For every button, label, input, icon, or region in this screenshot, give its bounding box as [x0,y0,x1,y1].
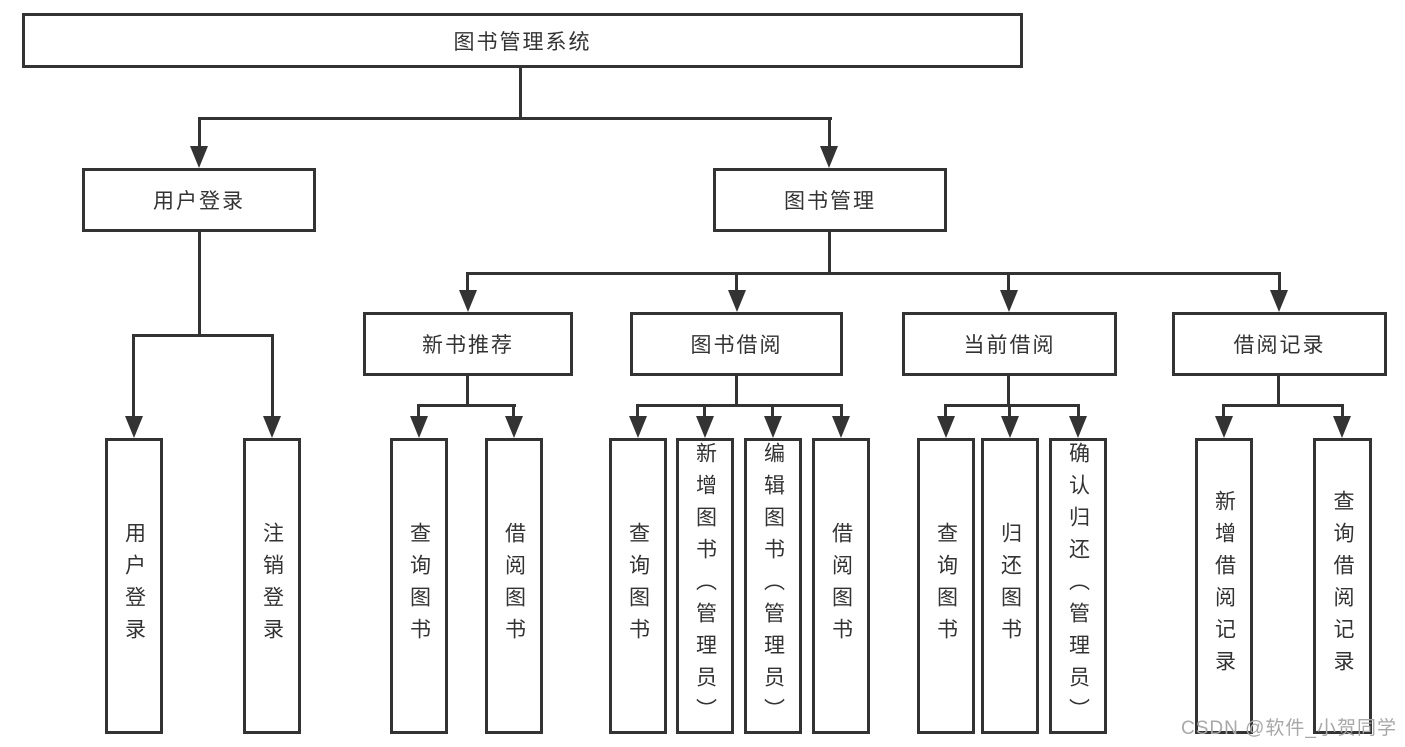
leaf-query-borrow-record-label: 查询借阅记录 [1331,490,1354,682]
connector-line [1007,272,1010,292]
leaf-add-borrow-record: 新增借阅记录 [1195,438,1253,734]
connector-arrowhead [832,416,850,438]
node-current-borrow-label: 当前借阅 [963,334,1056,357]
leaf-user-login: 用户登录 [105,438,163,734]
node-root: 图书管理系统 [22,13,1023,68]
connector-arrowhead [505,416,523,438]
connector-line [840,404,843,418]
connector-line [132,334,274,337]
connector-line [512,404,515,418]
connector-line [466,272,469,292]
connector-line [519,68,522,120]
connector-line [198,117,201,148]
connector-arrowhead [410,416,428,438]
node-new-book-recommend: 新书推荐 [363,312,573,376]
node-borrow-record: 借阅记录 [1172,312,1387,376]
node-book-borrow: 图书借阅 [630,312,843,376]
connector-arrowhead [459,290,477,312]
node-book-borrow-label: 图书借阅 [690,334,783,357]
leaf-borrow-book-2: 借阅图书 [812,438,870,734]
leaf-query-book-3: 查询图书 [917,438,975,734]
connector-line [828,232,831,275]
leaf-query-book-3-label: 查询图书 [934,522,958,650]
connector-arrowhead [764,416,782,438]
connector-line [1007,376,1010,407]
leaf-confirm-return-admin: 确认归还（管理员） [1049,438,1107,734]
leaf-query-book-2-label: 查询图书 [626,522,650,650]
connector-arrowhead [1000,290,1018,312]
connector-line [735,272,738,292]
connector-arrowhead [629,416,647,438]
leaf-query-book-2: 查询图书 [609,438,667,734]
node-user-login-label: 用户登录 [153,190,245,213]
connector-line [944,404,1080,407]
node-book-management-label: 图书管理 [784,190,876,213]
connector-arrowhead [190,146,208,168]
node-book-management: 图书管理 [713,168,947,232]
connector-arrowhead [263,416,281,438]
connector-line [1222,404,1344,407]
leaf-query-borrow-record: 查询借阅记录 [1313,438,1372,734]
csdn-watermark: CSDN @软件_小贺同学 [1181,718,1397,739]
connector-line [1008,404,1011,418]
leaf-query-book-1-label: 查询图书 [407,522,431,650]
connector-line [466,376,469,407]
connector-arrowhead [820,146,838,168]
leaf-borrow-book-1-label: 借阅图书 [502,522,526,650]
connector-line [417,404,516,407]
node-borrow-record-label: 借阅记录 [1233,334,1326,357]
connector-line [198,232,201,337]
connector-line [417,404,420,418]
leaf-user-login-label: 用户登录 [122,522,146,650]
connector-arrowhead [1270,290,1288,312]
leaf-add-borrow-record-label: 新增借阅记录 [1212,490,1236,682]
node-user-login: 用户登录 [82,168,316,232]
leaf-borrow-book-1: 借阅图书 [485,438,543,734]
node-current-borrow: 当前借阅 [902,312,1117,376]
connector-line [132,334,135,418]
connector-line [636,404,843,407]
leaf-return-book-label: 归还图书 [998,522,1022,650]
connector-arrowhead [1001,416,1019,438]
connector-line [1222,404,1225,418]
node-new-book-recommend-label: 新书推荐 [422,334,514,357]
leaf-add-book-admin-label: 新增图书（管理员） [693,442,717,730]
leaf-borrow-book-2-label: 借阅图书 [829,522,853,650]
connector-line [636,404,639,418]
connector-line [944,404,947,418]
connector-line [703,404,706,418]
connector-line [1278,272,1281,292]
connector-line [1277,376,1280,407]
connector-line [735,376,738,407]
leaf-return-book: 归还图书 [981,438,1039,734]
connector-arrowhead [1215,416,1233,438]
leaf-edit-book-admin-label: 编辑图书（管理员） [761,442,785,730]
connector-line [1341,404,1344,418]
connector-arrowhead [728,290,746,312]
connector-arrowhead [1333,416,1351,438]
connector-arrowhead [1069,416,1087,438]
connector-arrowhead [696,416,714,438]
leaf-logout-label: 注销登录 [260,522,284,650]
connector-line [771,404,774,418]
leaf-add-book-admin: 新增图书（管理员） [676,438,734,734]
leaf-query-book-1: 查询图书 [390,438,448,734]
connector-line [466,272,1281,275]
leaf-confirm-return-admin-label: 确认归还（管理员） [1066,442,1090,730]
connector-line [1077,404,1080,418]
connector-line [198,117,832,120]
connector-arrowhead [937,416,955,438]
leaf-logout: 注销登录 [243,438,301,734]
leaf-edit-book-admin: 编辑图书（管理员） [744,438,802,734]
node-root-label: 图书管理系统 [453,30,592,54]
connector-line [828,117,831,148]
connector-line [271,334,274,418]
connector-arrowhead [125,416,143,438]
